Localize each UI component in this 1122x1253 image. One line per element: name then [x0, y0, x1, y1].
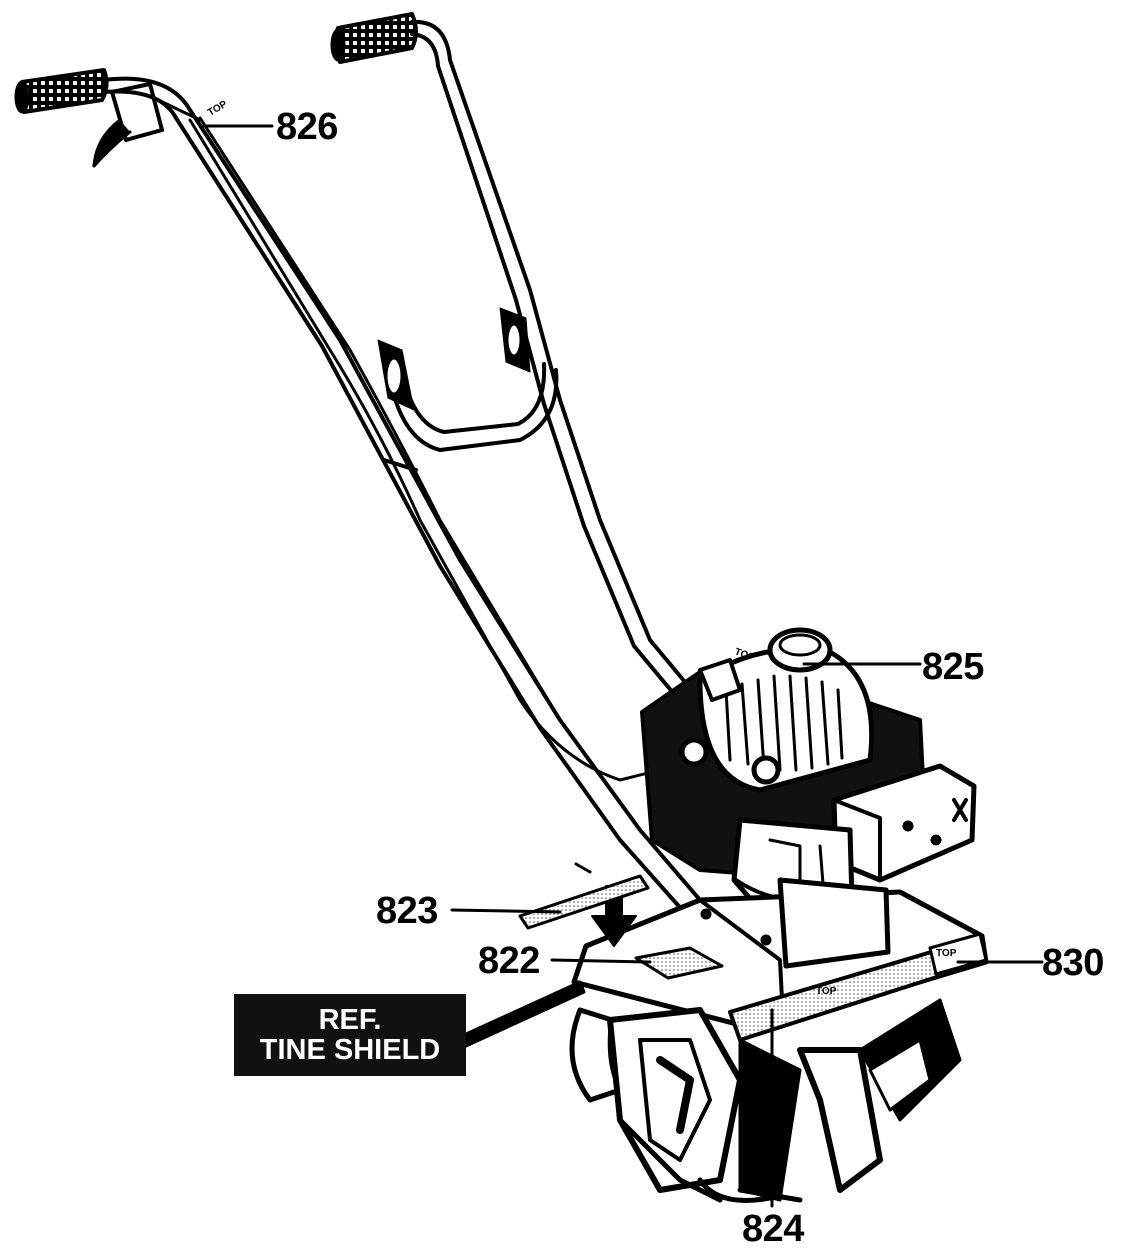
callout-822: 822	[478, 940, 540, 982]
ref-line-2: TINE SHIELD	[259, 1034, 441, 1066]
leader-ref-tine-shield	[464, 980, 586, 1048]
handle-adjust-knob-right	[499, 307, 531, 373]
leader-823	[450, 908, 562, 914]
left-handlebar-tube	[102, 76, 702, 914]
decal-top-text-826: TOP	[206, 99, 229, 119]
ref-line-1: REF.	[318, 1003, 382, 1036]
leader-lines	[202, 124, 1044, 1208]
decal-830	[928, 932, 988, 976]
leader-822	[550, 958, 652, 964]
cable-clip	[382, 458, 418, 472]
frame-plate	[571, 877, 989, 1033]
handle-adjust-knob-left	[377, 339, 415, 411]
ref-tine-shield-label: REF. TINE SHIELD	[234, 994, 466, 1076]
callout-825: 825	[922, 646, 984, 688]
callout-824: 824	[742, 1208, 804, 1250]
decal-top-text-824: TOP	[816, 986, 837, 997]
engine	[640, 627, 977, 913]
callout-830: 830	[1042, 942, 1104, 984]
tines	[569, 998, 962, 1203]
callout-826: 826	[276, 106, 338, 148]
decal-824-strip	[728, 948, 942, 1042]
decal-823	[518, 862, 650, 930]
left-handle-grip	[14, 68, 109, 114]
right-handle-grip	[330, 12, 418, 64]
decal-top-text-830: TOP	[936, 948, 957, 959]
callout-823: 823	[376, 890, 438, 932]
decal-822	[634, 946, 724, 980]
right-handlebar-tube	[410, 19, 702, 708]
